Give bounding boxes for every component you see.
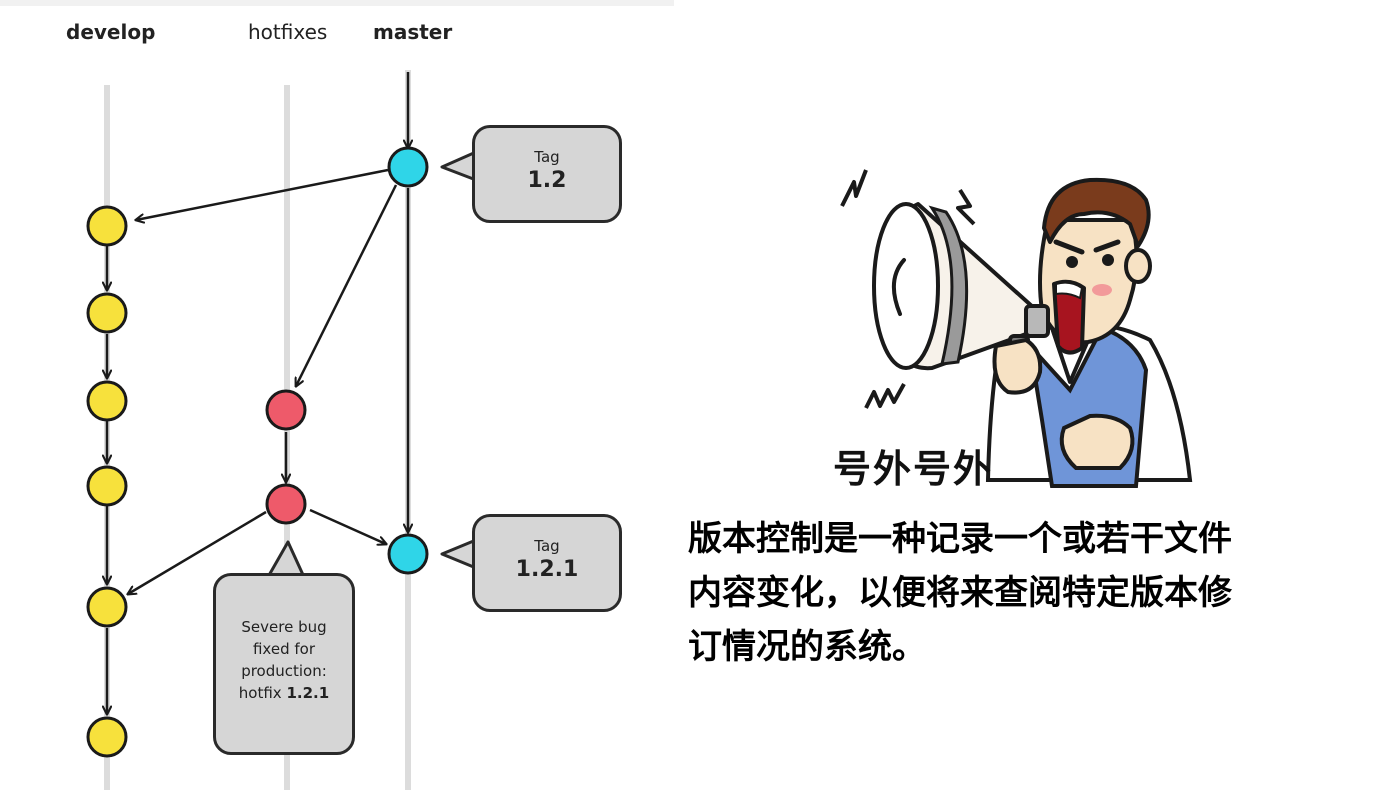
master-commit (387, 533, 429, 575)
shout-mark-icon (840, 169, 868, 207)
master-to-hotfix-arrow (296, 184, 398, 386)
tag-label: Tag (534, 148, 560, 166)
ear (1124, 248, 1152, 284)
develop-commit (86, 586, 128, 628)
hotfix-to-master-arrow (309, 508, 386, 544)
fist (1059, 413, 1135, 470)
description-line: 版本控制是一种记录一个或若干文件 (688, 519, 1232, 559)
note-line: hotfix 1.2.1 (216, 682, 352, 704)
megaphone-man-illustration (840, 169, 1193, 488)
note-line: Severe bug (241, 618, 327, 636)
note-line: production: (241, 662, 327, 680)
shout-mark-icon (864, 383, 906, 409)
master-commit (387, 146, 429, 188)
description-line: 内容变化，以便将来查阅特定版本修 (688, 573, 1232, 613)
hotfixes-branch-label: hotfixes (248, 20, 328, 44)
eye (1102, 254, 1114, 266)
eyebrow (1053, 239, 1085, 255)
develop-commit (86, 292, 128, 334)
note-bubble-tail (266, 540, 306, 579)
hand (992, 337, 1043, 395)
megaphone-mouthpiece (1024, 304, 1050, 338)
shout-mark-icon (956, 188, 976, 226)
cheek (1092, 284, 1112, 296)
announcement-description: 版本控制是一种记录一个或若干文件 内容变化，以便将来查阅特定版本修 订情况的系统… (688, 512, 1388, 674)
hair (1042, 177, 1151, 248)
master-branch-label: master (373, 20, 453, 44)
top-bar (0, 0, 674, 6)
megaphone-bell (872, 202, 940, 370)
teeth (1055, 281, 1084, 300)
hotfix-note-bubble: Severe bug fixed for production: hotfix … (213, 573, 355, 755)
face (1038, 218, 1139, 345)
tag-bubble: Tag 1.2 (472, 125, 622, 223)
tag-label: Tag (534, 537, 560, 555)
hotfix-commit (265, 389, 307, 431)
tag-version: 1.2.1 (515, 557, 579, 582)
megaphone-inner (892, 258, 906, 316)
eyebrow (1093, 239, 1121, 253)
eye (1066, 256, 1078, 268)
master-to-develop-arrow (136, 168, 389, 220)
note-prefix: hotfix (238, 684, 287, 702)
develop-commit (86, 716, 128, 758)
develop-branch-label: develop (66, 20, 156, 44)
tag-bubble-tail (440, 150, 478, 182)
hotfix-commit (265, 483, 307, 525)
megaphone-band (928, 205, 969, 366)
develop-commit (86, 380, 128, 422)
note-version: 1.2.1 (286, 684, 330, 702)
tag-bubble-tail (440, 538, 478, 570)
announcement-title: 号外号外 (833, 447, 994, 491)
develop-commit (86, 205, 128, 247)
develop-commit (86, 465, 128, 507)
tag-version: 1.2 (527, 168, 567, 193)
hotfix-to-develop-arrow (128, 510, 267, 594)
note-line: fixed for (252, 640, 315, 658)
tag-bubble: Tag 1.2.1 (472, 514, 622, 612)
description-line: 订情况的系统。 (688, 627, 926, 667)
